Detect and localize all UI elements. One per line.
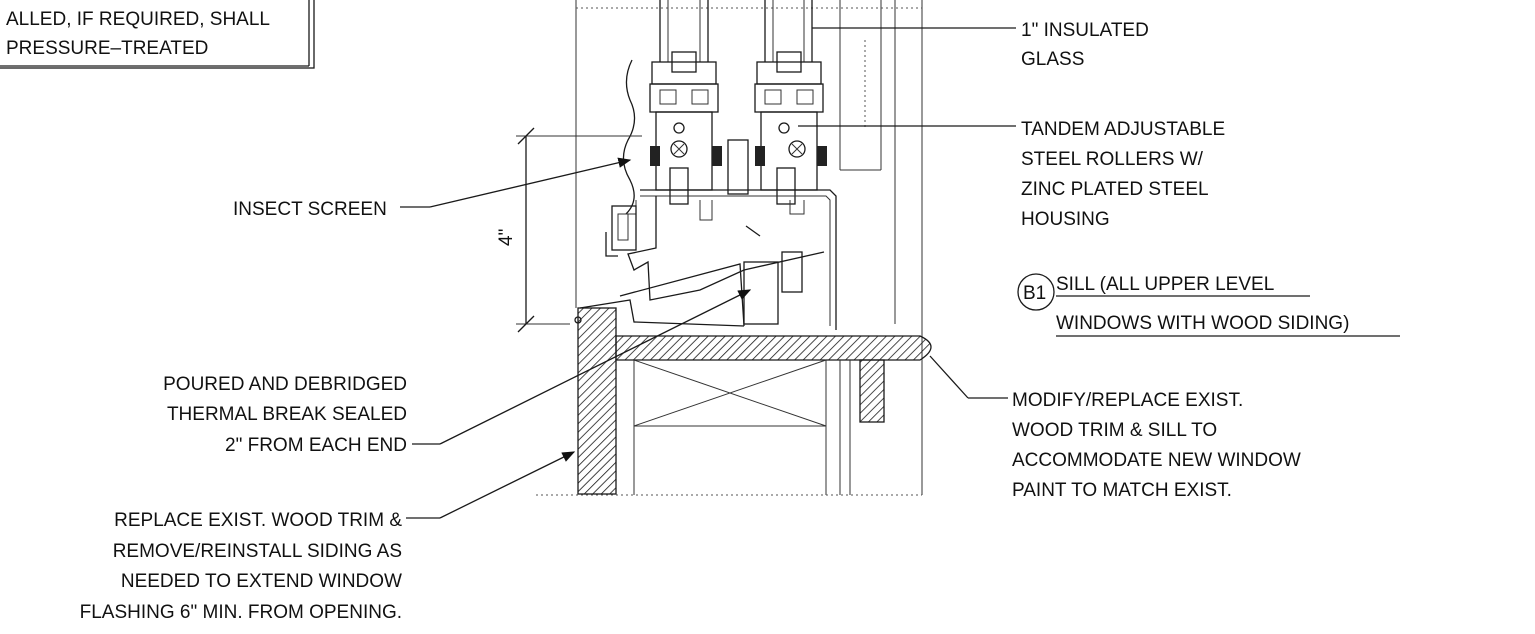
label-modify-trim: MODIFY/REPLACE EXIST. WOOD TRIM & SILL T… [929, 355, 1301, 501]
rollers-line-2: STEEL ROLLERS W/ [1021, 149, 1204, 170]
replace-line-1: REPLACE EXIST. WOOD TRIM & [114, 510, 402, 531]
replace-line-3: NEEDED TO EXTEND WINDOW [121, 571, 402, 592]
glass-line-2: GLASS [1021, 49, 1084, 70]
detail-tag-id: B1 [1023, 283, 1046, 304]
general-note-box: ALLED, IF REQUIRED, SHALL PRESSURE–TREAT… [0, 0, 315, 69]
interlock-mullion [727, 139, 749, 195]
window-frame [575, 0, 923, 495]
thermal-break-line-2: THERMAL BREAK SEALED [167, 404, 407, 425]
insect-screen-profile [605, 59, 637, 257]
rollers-line-4: HOUSING [1021, 209, 1110, 230]
rollers-line-1: TANDEM ADJUSTABLE [1021, 119, 1225, 140]
label-thermal-break: POURED AND DEBRIDGED THERMAL BREAK SEALE… [163, 289, 752, 456]
glass-line-1: 1" INSULATED [1021, 20, 1149, 41]
insulated-glass-left [651, 0, 717, 85]
detail-tag-circle [1017, 273, 1055, 311]
rollers-line-3: ZINC PLATED STEEL [1021, 179, 1209, 200]
label-rollers: TANDEM ADJUSTABLE STEEL ROLLERS W/ ZINC … [798, 119, 1225, 230]
modify-line-3: ACCOMMODATE NEW WINDOW [1012, 450, 1301, 471]
modify-line-2: WOOD TRIM & SILL TO [1012, 420, 1217, 441]
detail-title-line-2: WINDOWS WITH WOOD SIDING) [1056, 313, 1349, 334]
replace-line-4: FLASHING 6" MIN. FROM OPENING. [80, 602, 402, 623]
insulated-glass-right [756, 0, 822, 85]
dimension-label: 4" [496, 229, 517, 246]
detail-title-line-1: SILL (ALL UPPER LEVEL [1056, 274, 1274, 295]
thermal-break-line-1: POURED AND DEBRIDGED [163, 374, 407, 395]
modify-line-4: PAINT TO MATCH EXIST. [1012, 480, 1232, 501]
dimension-4in: 4" [496, 127, 642, 333]
sash-extrusion-right [754, 83, 827, 205]
insect-screen-text: INSECT SCREEN [233, 199, 387, 220]
replace-line-2: REMOVE/REINSTALL SIDING AS [113, 541, 402, 562]
framing-below-sill [536, 359, 922, 496]
note-line-1: ALLED, IF REQUIRED, SHALL [6, 9, 270, 30]
sash-extrusion-left [649, 83, 722, 205]
label-replace-trim: REPLACE EXIST. WOOD TRIM & REMOVE/REINST… [80, 451, 576, 623]
detail-tag: B1 SILL (ALL UPPER LEVEL WINDOWS WITH WO… [1017, 273, 1400, 337]
wood-sill [577, 307, 932, 495]
label-insulated-glass: 1" INSULATED GLASS [812, 20, 1149, 70]
modify-line-1: MODIFY/REPLACE EXIST. [1012, 390, 1243, 411]
label-insect-screen: INSECT SCREEN [233, 157, 632, 220]
note-line-2: PRESSURE–TREATED [6, 38, 208, 59]
thermal-break-line-3: 2" FROM EACH END [225, 435, 407, 456]
